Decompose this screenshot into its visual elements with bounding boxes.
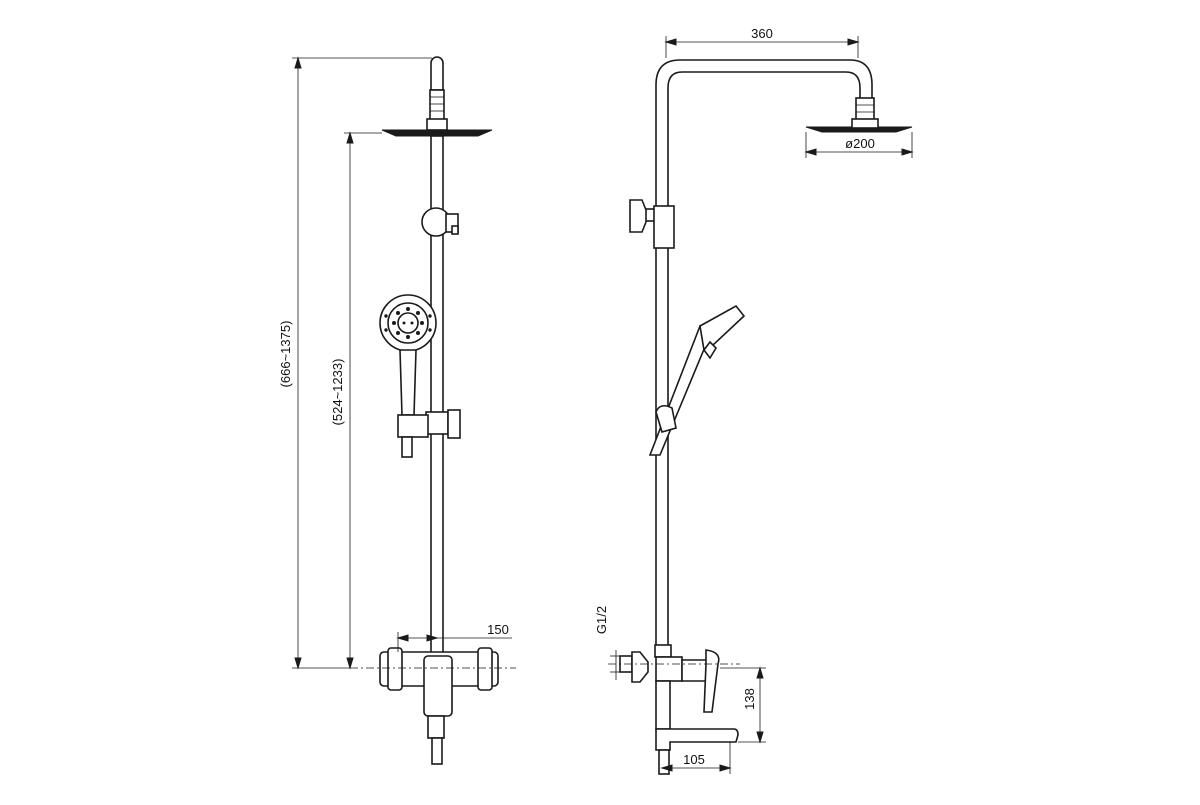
front-shower-head [381,129,493,137]
side-arm-inner [667,71,861,645]
dim-head-diameter: ø200 [845,136,875,151]
dim-arm-reach: 360 [751,26,773,41]
side-spout-neck [655,680,671,730]
side-mixer-lever [703,649,720,713]
side-mixer-body [655,656,683,682]
side-hand-shower-head [699,304,746,352]
dim-inlet-thread: G1/2 [594,606,609,634]
side-view: 360 ø200 G1/2 138 105 [594,26,914,775]
front-view: (666~1375) (524~1233) 150 [278,56,516,765]
side-diverter-sleeve [653,205,675,249]
front-head-connector [429,89,445,121]
front-spout [423,655,453,717]
dim-total-height: (666~1375) [278,321,293,388]
front-mixer-handle-left [387,647,403,691]
side-head-connector [855,97,875,121]
front-inlet-stem [427,715,445,739]
front-hose-connector [401,436,413,458]
dim-spout-height: 138 [742,688,757,710]
side-inlet-stem [658,749,670,775]
dim-rail-height: (524~1233) [330,359,345,426]
front-slide-bracket [425,411,449,435]
side-spout [655,728,739,751]
front-hand-shower-handle [399,349,417,416]
front-riser-top [430,56,444,91]
dim-spout-reach: 105 [683,752,705,767]
side-diverter-knob [629,199,647,233]
side-head-hub [851,118,879,129]
front-head-hub [426,118,448,131]
dim-mixer-offset: 150 [487,622,509,637]
side-arm-outer [655,59,873,645]
side-riser-collar [654,644,672,658]
front-hand-shower-nozzles [384,307,432,339]
side-hand-shower-holder [655,404,677,433]
front-mixer-handle-right [477,647,493,691]
side-eccentric [631,651,649,683]
